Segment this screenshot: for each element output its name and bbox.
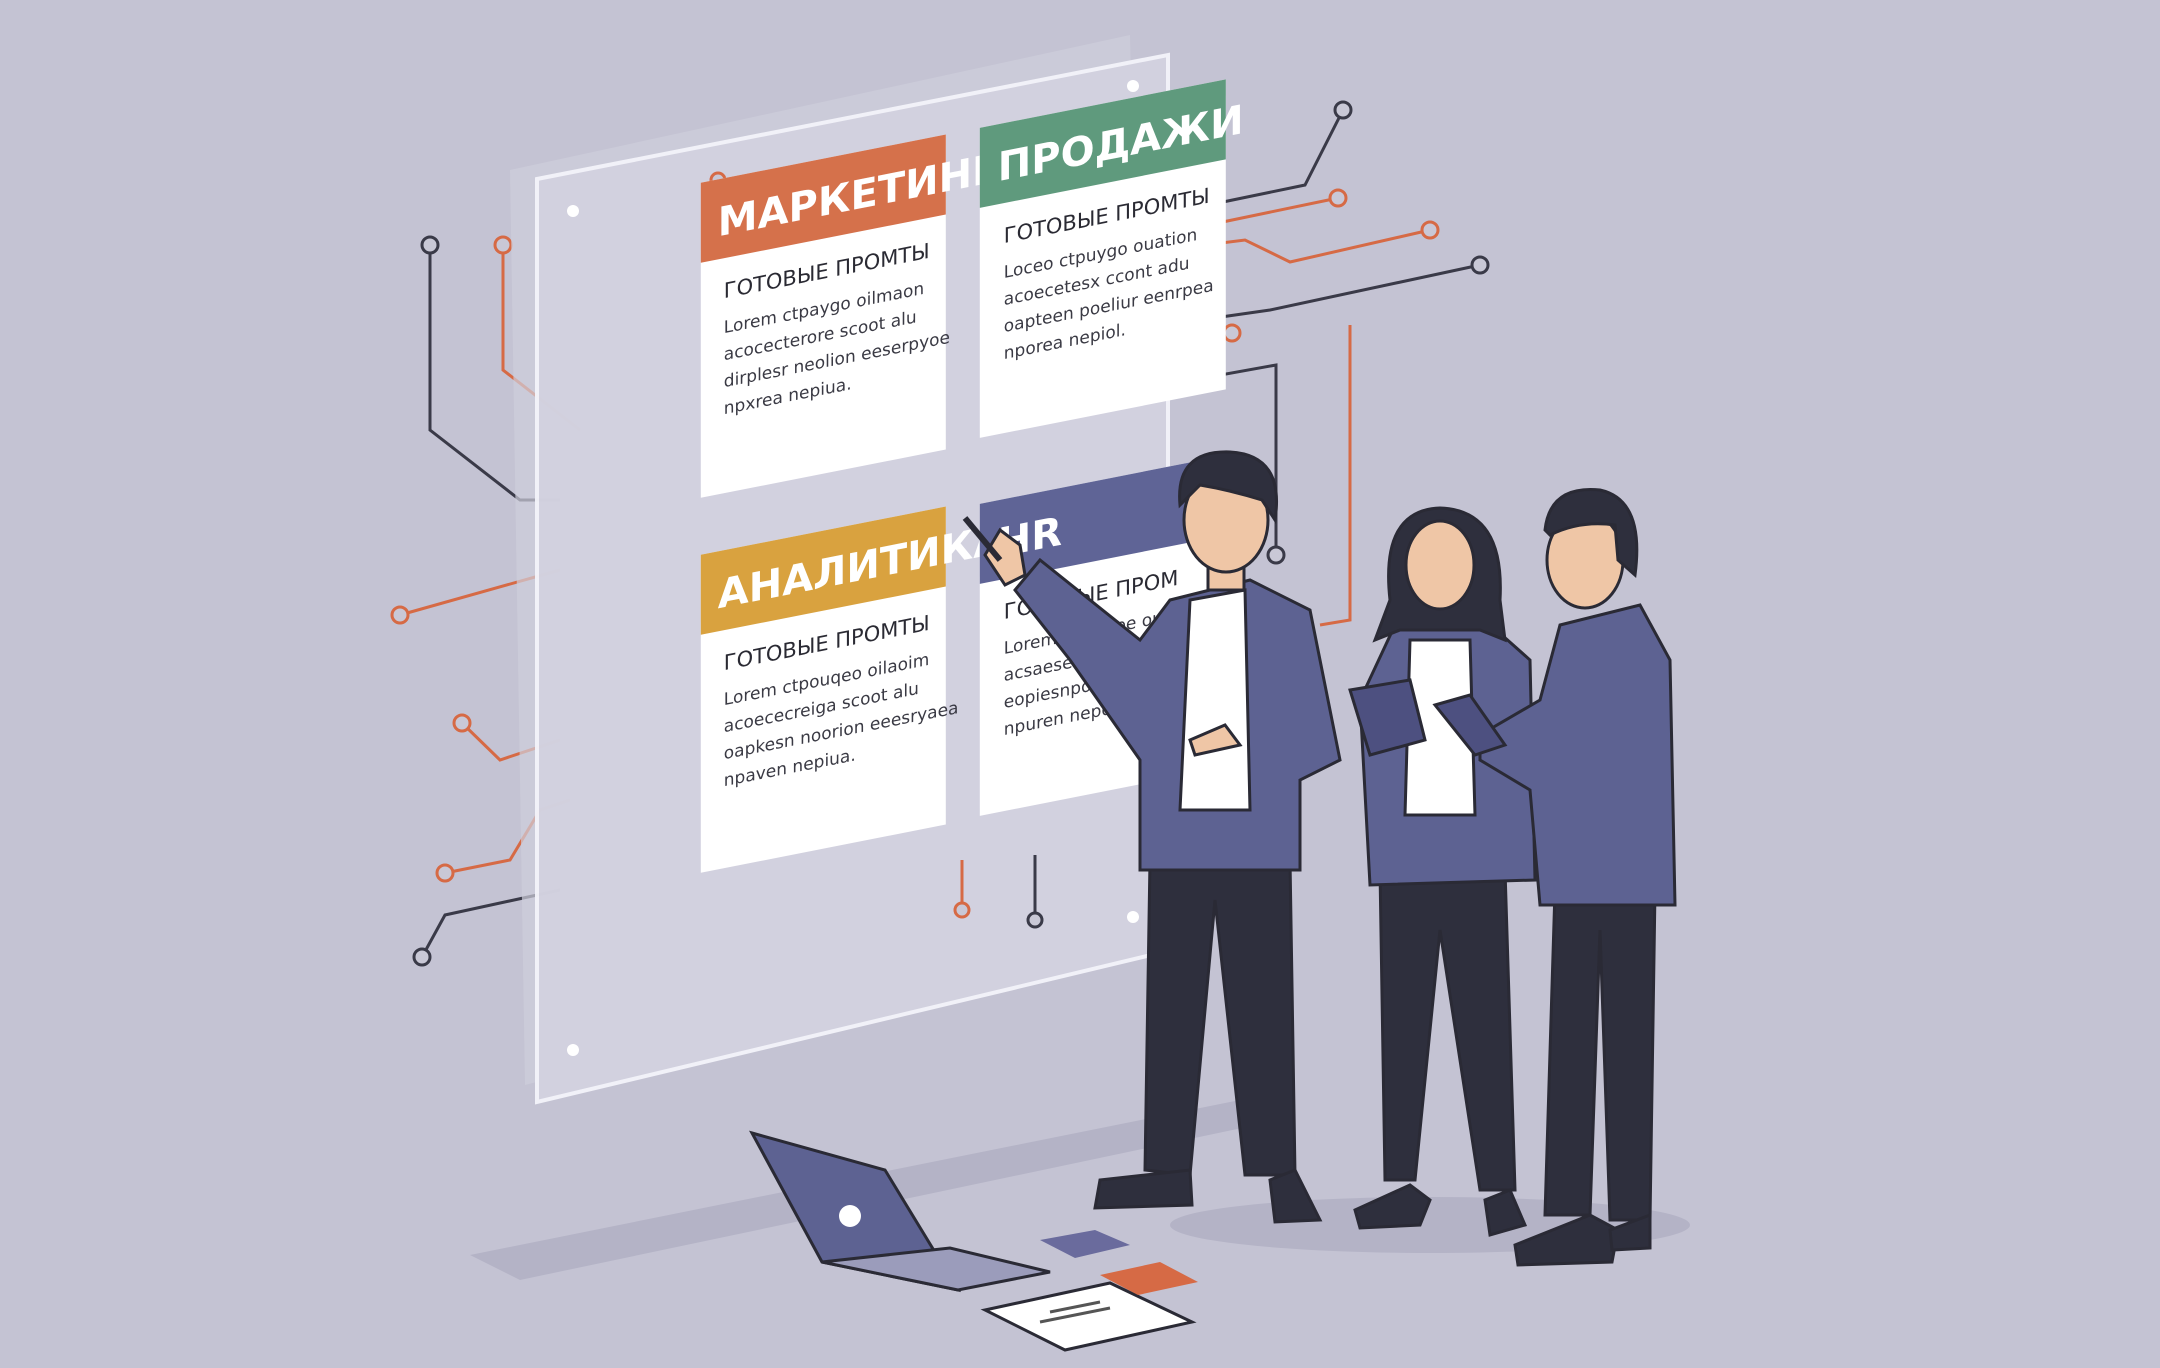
sticky-note — [1040, 1230, 1130, 1258]
paper-sheet — [980, 1281, 1197, 1352]
circuit-node — [493, 235, 513, 255]
circuit-node — [435, 863, 455, 883]
circuit-node — [1333, 100, 1353, 120]
card-analytics[interactable]: АНАЛИТИКА ГОТОВЫЕ ПРОМТЫ Lorem ctpouqeo … — [700, 495, 1005, 873]
panel-screw — [1127, 80, 1139, 92]
circuit-node — [452, 713, 472, 733]
circuit-node — [1470, 255, 1490, 275]
circuit-node — [1328, 188, 1348, 208]
panel-screw — [567, 1044, 579, 1056]
person-woman-with-tablet — [1348, 506, 1537, 1237]
circuit-node — [1420, 220, 1440, 240]
circuit-node — [420, 235, 440, 255]
card-header — [979, 79, 1226, 208]
card-header — [700, 134, 946, 263]
circuit-node — [1266, 545, 1286, 565]
circuit-node — [1222, 323, 1242, 343]
card-header — [700, 506, 946, 635]
panel-screw — [1127, 911, 1139, 923]
circuit-node — [412, 947, 432, 967]
panel-screw — [567, 205, 579, 217]
person-man-with-tablet — [1432, 488, 1677, 1267]
card-sales[interactable]: ПРОДАЖИ ГОТОВЫЕ ПРОМТЫ Loceo ctpuygo oua… — [979, 76, 1244, 438]
card-marketing[interactable]: МАРКЕТИНГ ГОТОВЫЕ ПРОМТЫ Lorem ctpaygo o… — [700, 124, 998, 498]
laptop-logo-icon — [839, 1205, 861, 1227]
laptop — [748, 1130, 1051, 1293]
card-header — [979, 455, 1226, 584]
person-presenter — [962, 450, 1342, 1224]
sticky-note — [1100, 1262, 1198, 1295]
circuit-node — [390, 605, 410, 625]
